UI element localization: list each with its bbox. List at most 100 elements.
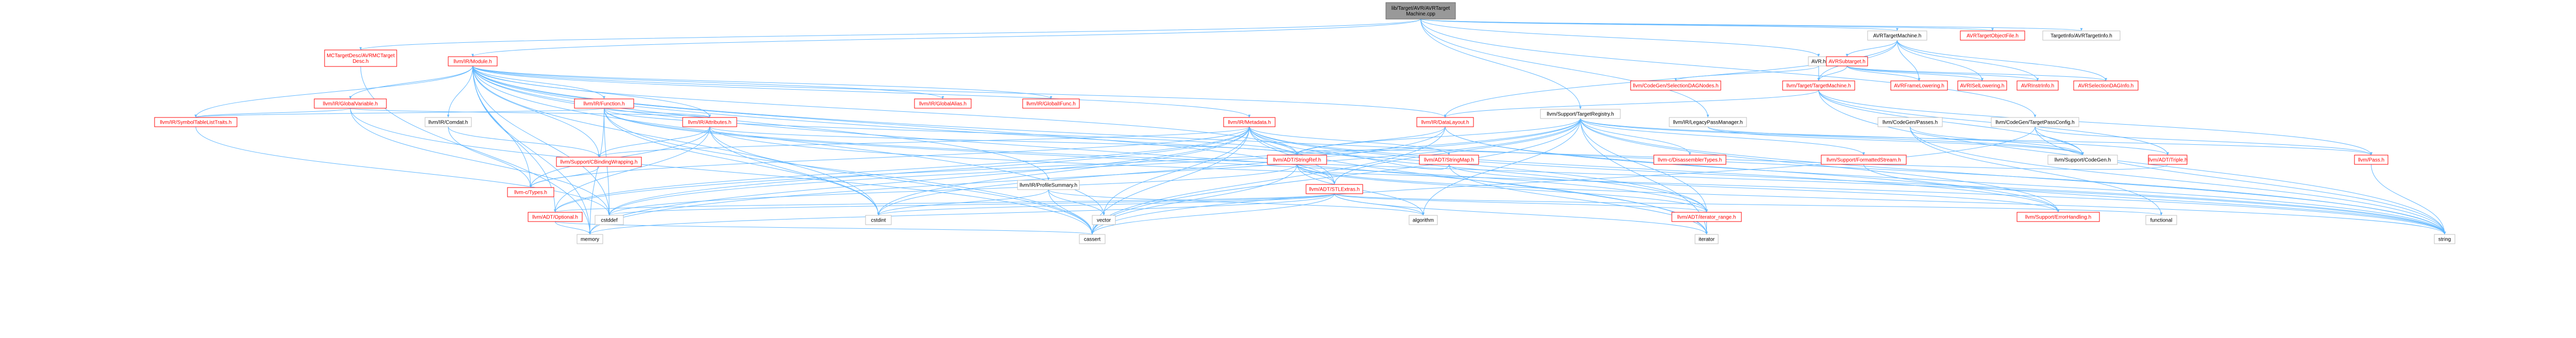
- edge-codegenpasses-to-functional: [1910, 127, 2162, 215]
- node-label: TargetInfo/AVRTargetInfo.h: [2050, 33, 2112, 39]
- node-label: llvm/Target/TargetMachine.h: [1786, 83, 1851, 89]
- node-cassert[interactable]: cassert: [1079, 234, 1105, 244]
- node-label: llvm/IR/Module.h: [453, 59, 492, 65]
- node-vector[interactable]: vector: [1092, 215, 1115, 225]
- edge-legacypm-to-pass: [1708, 127, 2371, 155]
- node-string[interactable]: string: [2434, 234, 2455, 244]
- node-disasm[interactable]: llvm-c/DisassemblerTypes.h: [1654, 155, 1726, 164]
- node-targetmachine[interactable]: llvm/Target/TargetMachine.h: [1783, 81, 1855, 90]
- node-legacypm[interactable]: llvm/IR/LegacyPassManager.h: [1669, 117, 1747, 127]
- edge-datalayout-to-cassert: [1092, 127, 1445, 234]
- node-isellow[interactable]: AVRISelLowering.h: [1958, 81, 2007, 90]
- node-stringref[interactable]: llvm/ADT/StringRef.h: [1267, 155, 1327, 164]
- edge-metadata-to-cstddef: [609, 127, 1250, 215]
- node-stlextras[interactable]: llvm/ADT/STLExtras.h: [1306, 184, 1363, 194]
- node-label: llvm/IR/Metadata.h: [1228, 120, 1270, 126]
- node-attributes[interactable]: llvm/IR/Attributes.h: [683, 117, 737, 127]
- node-function[interactable]: llvm/IR/Function.h: [574, 99, 634, 108]
- node-label: llvm/IR/GlobalVariable.h: [323, 102, 378, 107]
- edge-root-to-avrtm: [1421, 19, 1897, 31]
- node-avrsub[interactable]: AVRSubtarget.h: [1826, 57, 1868, 66]
- node-cstddef[interactable]: cstddef: [595, 215, 623, 225]
- node-errorhandling[interactable]: llvm/Support/ErrorHandling.h: [2017, 212, 2099, 222]
- node-algorithm[interactable]: algorithm: [1409, 215, 1437, 225]
- node-layer: lib/Target/AVR/AVRTargetMachine.cppMCTar…: [155, 3, 2455, 244]
- node-framelow[interactable]: AVRFrameLowering.h: [1891, 81, 1947, 90]
- node-metadata[interactable]: llvm/IR/Metadata.h: [1224, 117, 1275, 127]
- node-label: llvm/Support/CBindingWrapping.h: [561, 160, 638, 165]
- edge-module-to-globalvar: [350, 66, 473, 99]
- node-codegensel[interactable]: llvm/CodeGen/SelectionDAGNodes.h: [1631, 81, 1721, 90]
- node-memory[interactable]: memory: [577, 234, 603, 244]
- node-label: llvm/IR/DataLayout.h: [1421, 120, 1469, 126]
- node-ctypes[interactable]: llvm-c/Types.h: [507, 188, 554, 197]
- node-module[interactable]: llvm/IR/Module.h: [448, 57, 497, 66]
- node-stringmap[interactable]: llvm/ADT/StringMap.h: [1419, 155, 1479, 164]
- node-label: llvm/ADT/iterator_range.h: [1677, 215, 1736, 221]
- node-iterator[interactable]: iterator: [1695, 234, 1718, 244]
- edge-legacypm-to-codegen: [1708, 127, 2083, 155]
- node-avrtm[interactable]: AVRTargetMachine.h: [1868, 31, 1927, 40]
- node-tpc[interactable]: llvm/CodeGen/TargetPassConfig.h: [1991, 117, 2079, 127]
- edge-codegenpasses-to-string: [1910, 127, 2445, 234]
- node-codegenpasses[interactable]: llvm/CodeGen/Passes.h: [1878, 117, 1942, 127]
- node-label: llvm/CodeGen/Passes.h: [1883, 120, 1938, 126]
- edge-root-to-registry: [1421, 19, 1581, 109]
- node-label: AVRFrameLowering.h: [1894, 83, 1944, 89]
- node-label: AVRSubtarget.h: [1828, 59, 1866, 65]
- node-label: AVRTargetMachine.h: [1873, 33, 1922, 39]
- node-comdat[interactable]: llvm/IR/Comdat.h: [425, 117, 471, 127]
- node-label: cstddef: [601, 218, 617, 224]
- edge-targetmachine-to-datalayout: [1445, 90, 1819, 117]
- node-triple[interactable]: llvm/ADT/Triple.h: [2148, 155, 2187, 164]
- node-formatted[interactable]: llvm/Support/FormattedStream.h: [1821, 155, 1906, 164]
- node-symtab[interactable]: llvm/IR/SymbolTableListTraits.h: [155, 117, 237, 127]
- edge-symtab-to-cstddef: [196, 127, 609, 215]
- edge-stringref-to-cstddef: [609, 164, 1297, 215]
- node-functional[interactable]: functional: [2146, 215, 2177, 225]
- node-label: iterator: [1699, 237, 1715, 243]
- edge-root-to-avrtof: [1421, 19, 1993, 31]
- node-avrtof[interactable]: AVRTargetObjectFile.h: [1960, 31, 2025, 40]
- node-globalifunc[interactable]: llvm/IR/GlobalIFunc.h: [1023, 99, 1079, 108]
- node-registry[interactable]: llvm/Support/TargetRegistry.h: [1540, 109, 1620, 119]
- edge-root-to-mctarget: [361, 19, 1421, 50]
- node-globalalias[interactable]: llvm/IR/GlobalAlias.h: [914, 99, 971, 108]
- edge-layer: [196, 19, 2445, 234]
- node-codegen[interactable]: llvm/Support/CodeGen.h: [2048, 155, 2117, 164]
- edge-avrtm-to-seldaginfo: [1897, 40, 2106, 81]
- edge-attributes-to-cstdint: [710, 127, 879, 215]
- node-iterrange[interactable]: llvm/ADT/iterator_range.h: [1672, 212, 1741, 222]
- node-cbinding[interactable]: llvm/Support/CBindingWrapping.h: [556, 157, 641, 166]
- node-cstdint[interactable]: cstdint: [866, 215, 891, 225]
- node-instrinfo[interactable]: AVRInstrInfo.h: [2017, 81, 2058, 90]
- node-mctarget[interactable]: MCTargetDesc/AVRMCTargetDesc.h: [325, 50, 397, 66]
- edge-globalvar-to-symtab: [196, 108, 350, 117]
- edge-globalvar-to-cassert: [350, 108, 1092, 234]
- node-pass[interactable]: llvm/Pass.h: [2354, 155, 2388, 164]
- edge-module-to-comdat: [448, 66, 473, 117]
- node-label: AVRSelectionDAGInfo.h: [2078, 83, 2134, 89]
- node-label: string: [2438, 237, 2451, 243]
- edge-avrsub-to-isellow: [1847, 66, 1982, 81]
- node-label: llvm/Pass.h: [2358, 158, 2384, 163]
- node-label: llvm/CodeGen/TargetPassConfig.h: [1995, 120, 2074, 126]
- node-label: llvm/Support/CodeGen.h: [2055, 158, 2111, 163]
- node-label: llvm/ADT/StringRef.h: [1273, 158, 1321, 163]
- node-datalayout[interactable]: llvm/IR/DataLayout.h: [1417, 117, 1473, 127]
- edge-stlextras-to-memory: [590, 194, 1334, 234]
- node-optional[interactable]: llvm/ADT/Optional.h: [528, 212, 582, 222]
- edge-registry-to-errorhandling: [1581, 119, 2059, 212]
- edge-targetmachine-to-string: [1819, 90, 2445, 234]
- node-profile[interactable]: llvm/IR/ProfileSummary.h: [1018, 180, 1079, 190]
- node-label: AVR.h: [1811, 59, 1826, 65]
- node-seldaginfo[interactable]: AVRSelectionDAGInfo.h: [2074, 81, 2138, 90]
- node-globalvar[interactable]: llvm/IR/GlobalVariable.h: [314, 99, 386, 108]
- edge-stlextras-to-iterator: [1334, 194, 1707, 234]
- node-targetinfo[interactable]: TargetInfo/AVRTargetInfo.h: [2043, 31, 2120, 40]
- node-label: vector: [1097, 218, 1111, 224]
- edge-module-to-iterrange: [473, 66, 1707, 212]
- node-avrh[interactable]: AVR.h: [1808, 57, 1829, 66]
- node-label: llvm/IR/SymbolTableListTraits.h: [160, 120, 231, 126]
- node-label: cassert: [1084, 237, 1100, 243]
